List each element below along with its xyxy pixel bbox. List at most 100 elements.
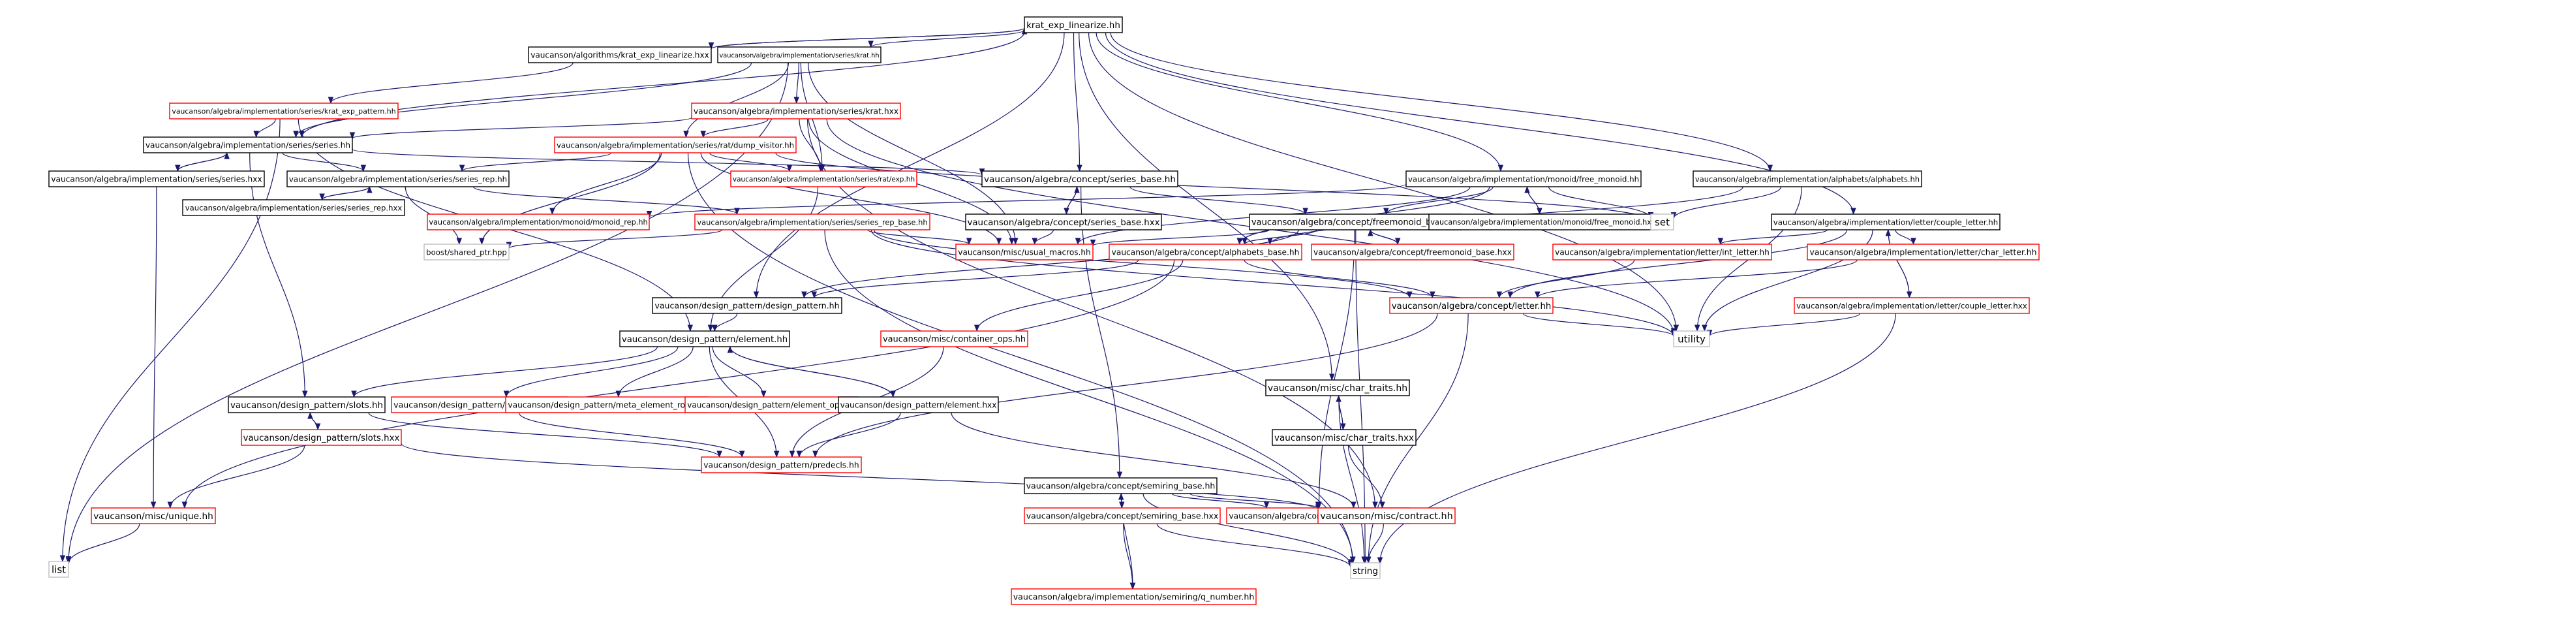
node-monoid-rep[interactable]: vaucanson/algebra/implementation/monoid/… (427, 213, 650, 230)
node-box (1350, 562, 1381, 579)
node-semiring-base-hxx[interactable]: vaucanson/algebra/concept/semiring_base.… (1024, 507, 1221, 524)
node-label: string (1353, 566, 1378, 577)
node-unique-hh[interactable]: vaucanson/misc/unique.hh (91, 507, 216, 524)
edge-char_traits_hxx-to-contract (1347, 445, 1385, 509)
node-series-hh[interactable]: vaucanson/algebra/implementation/series/… (143, 136, 353, 153)
node-series-hxx[interactable]: vaucanson/algebra/implementation/series/… (48, 170, 265, 187)
node-box (701, 456, 862, 473)
node-q-number[interactable]: vaucanson/algebra/implementation/semirin… (1011, 588, 1257, 605)
node-box (1024, 16, 1123, 33)
node-design-pattern-hh[interactable]: vaucanson/design_pattern/design_pattern.… (652, 297, 842, 314)
node-box (1024, 477, 1218, 494)
node-series-rep-base[interactable]: vaucanson/algebra/implementation/series/… (694, 213, 930, 230)
node-series-rep-hxx[interactable]: vaucanson/algebra/implementation/series/… (182, 199, 405, 216)
edge-char_traits_hh-to-string (1338, 395, 1368, 564)
node-box (955, 244, 1094, 261)
edge-alphabets_base-to-letter_hh (1244, 259, 1435, 299)
node-element-ops[interactable]: vaucanson/design_pattern/element_ops.hh (684, 396, 859, 413)
node-label: vaucanson/algebra/implementation/series/… (51, 175, 262, 184)
edge-semiring_base_hh-to-string (1142, 493, 1354, 567)
node-slots-hxx[interactable]: vaucanson/design_pattern/slots.hxx (241, 429, 402, 446)
node-label: vaucanson/algebra/implementation/series/… (733, 176, 915, 183)
node-meta-element-root[interactable]: vaucanson/design_pattern/meta_element_ro… (505, 396, 709, 413)
node-element-hh[interactable]: vaucanson/design_pattern/element.hh (619, 330, 790, 347)
node-int-letter[interactable]: vaucanson/algebra/implementation/letter/… (1552, 244, 1772, 261)
node-rat-exp[interactable]: vaucanson/algebra/implementation/series/… (730, 170, 917, 187)
edge-char_traits_hxx-to-char_traits_hh (1336, 394, 1343, 430)
edge-series_base_hh-to-freemonoid_base_hh (1129, 186, 1308, 215)
node-label: vaucanson/algebra/implementation/monoid/… (1408, 175, 1639, 184)
node-box (427, 213, 650, 230)
node-series-base-hh[interactable]: vaucanson/algebra/concept/series_base.hh (981, 170, 1178, 187)
node-predecls[interactable]: vaucanson/design_pattern/predecls.hh (701, 456, 862, 473)
node-label: vaucanson/algebra/concept/freemonoid_bas… (1313, 248, 1512, 257)
edge-free_monoid_hxx-to-free_monoid_hh (1524, 185, 1541, 215)
node-krat-hxx[interactable]: vaucanson/algebra/implementation/series/… (691, 103, 901, 119)
node-label: vaucanson/algebra/concept/series_base.hx… (968, 218, 1160, 228)
node-free-monoid-hh[interactable]: vaucanson/algebra/implementation/monoid/… (1405, 170, 1642, 187)
node-label: boost/shared_ptr.hpp (426, 248, 507, 257)
node-set: set (1650, 213, 1674, 230)
node-label: vaucanson/design_pattern/element.hh (622, 335, 788, 345)
node-alphabets-hh[interactable]: vaucanson/algebra/implementation/alphabe… (1693, 170, 1922, 187)
node-root[interactable]: krat_exp_linearize.hh (1024, 16, 1123, 33)
node-char-letter[interactable]: vaucanson/algebra/implementation/letter/… (1807, 244, 2040, 261)
node-dump-visitor[interactable]: vaucanson/algebra/implementation/series/… (554, 136, 797, 153)
edge-free_monoid_hh-to-monoid_rep (647, 183, 1407, 218)
node-algo-hxx[interactable]: vaucanson/algorithms/krat_exp_linearize.… (528, 46, 712, 63)
node-box (1807, 244, 2040, 261)
node-container-ops[interactable]: vaucanson/misc/container_ops.hh (880, 330, 1028, 347)
edge-series_base_hxx-to-series_base_hh (1066, 185, 1080, 215)
edge-semiring_base_hxx-to-string (1156, 523, 1354, 568)
edge-freemonoid_base_hh-to-string (1355, 229, 1368, 564)
node-label: list (52, 564, 66, 576)
node-label: vaucanson/misc/usual_macros.hh (958, 248, 1090, 257)
edge-couple_letter_hh-to-int_letter (1717, 229, 1828, 245)
edge-freemonoid_base_hxx-to-freemonoid_base_hh (1368, 229, 1398, 245)
node-letter-hh[interactable]: vaucanson/algebra/concept/letter.hh (1389, 297, 1554, 314)
node-krat-exp-pattern[interactable]: vaucanson/algebra/implementation/series/… (169, 103, 399, 119)
node-box (1693, 170, 1922, 187)
node-couple-letter-hxx[interactable]: vaucanson/algebra/implementation/letter/… (1794, 297, 2030, 314)
node-box (1673, 330, 1710, 347)
node-slots-hh[interactable]: vaucanson/design_pattern/slots.hh (228, 396, 386, 413)
node-box (528, 46, 712, 63)
node-box (1249, 213, 1462, 230)
edge-free_monoid_hh-to-freemonoid_base_hh (1383, 186, 1494, 215)
node-label: vaucanson/algebra/implementation/series/… (185, 204, 403, 213)
node-krat-hh[interactable]: vaucanson/algebra/implementation/series/… (717, 46, 882, 63)
edge-default_ops-to-predecls (518, 412, 745, 458)
edge-root-to-krat_hh (868, 29, 1025, 48)
node-label: vaucanson/algebra/implementation/alphabe… (1695, 175, 1920, 184)
node-contract[interactable]: vaucanson/misc/contract.hh (1317, 507, 1456, 524)
edge-semiring_base_hh-to-contract (1189, 493, 1321, 509)
node-label: krat_exp_linearize.hh (1026, 20, 1120, 31)
node-label: vaucanson/design_pattern/predecls.hh (703, 461, 859, 470)
node-freemonoid-base-hxx[interactable]: vaucanson/algebra/concept/freemonoid_bas… (1311, 244, 1514, 261)
node-label: vaucanson/algebra/implementation/letter/… (1555, 248, 1770, 257)
edge-series_base_hh-to-semiring_base_hh (1081, 186, 1123, 479)
node-label: vaucanson/algebra/concept/semiring_base.… (1026, 481, 1216, 491)
node-list: list (48, 561, 69, 578)
node-free-monoid-hxx[interactable]: vaucanson/algebra/implementation/monoid/… (1428, 213, 1658, 230)
node-alphabets-base[interactable]: vaucanson/algebra/concept/alphabets_base… (1109, 244, 1302, 261)
edge-element_hh-to-element_ops (712, 346, 767, 398)
node-label: vaucanson/algebra/implementation/series/… (697, 218, 927, 227)
node-box (965, 213, 1162, 230)
node-couple-letter-hh[interactable]: vaucanson/algebra/implementation/letter/… (1771, 213, 2001, 230)
node-usual-macros[interactable]: vaucanson/misc/usual_macros.hh (955, 244, 1094, 261)
node-series-base-hxx[interactable]: vaucanson/algebra/concept/series_base.hx… (965, 213, 1162, 230)
node-char-traits-hxx[interactable]: vaucanson/misc/char_traits.hxx (1272, 429, 1417, 446)
edge-int_letter-to-letter_hh (1496, 259, 1635, 299)
node-series-rep-hh[interactable]: vaucanson/algebra/implementation/series/… (286, 170, 510, 187)
node-freemonoid-base-hh[interactable]: vaucanson/algebra/concept/freemonoid_bas… (1249, 213, 1462, 230)
node-box (1272, 429, 1417, 446)
node-char-traits-hh[interactable]: vaucanson/misc/char_traits.hh (1265, 379, 1410, 396)
node-label: vaucanson/algebra/implementation/monoid/… (429, 218, 647, 227)
node-box (652, 297, 842, 314)
node-element-hxx[interactable]: vaucanson/design_pattern/element.hxx (838, 396, 999, 413)
edge-free_monoid_hh-to-set (1548, 186, 1654, 219)
node-semiring-base-hh[interactable]: vaucanson/algebra/concept/semiring_base.… (1024, 477, 1218, 494)
node-box (1011, 588, 1257, 605)
